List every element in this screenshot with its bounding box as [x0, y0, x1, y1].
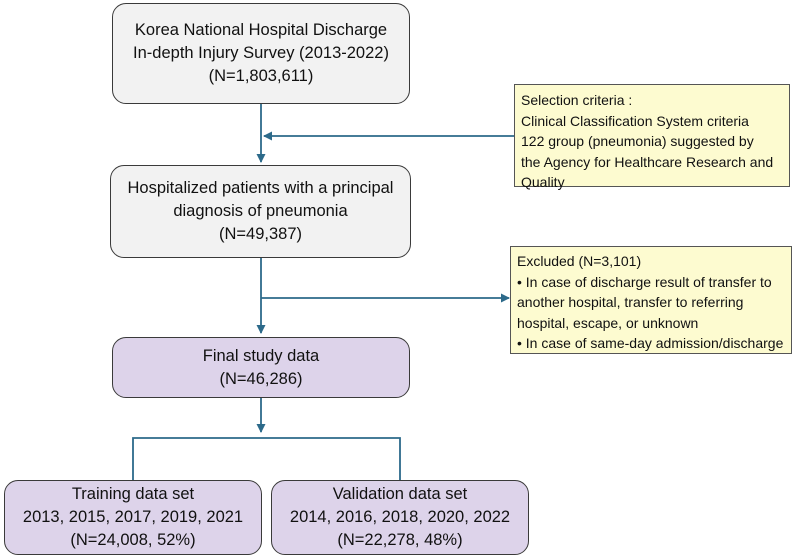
- pneumonia-count: (N=49,387): [218, 225, 302, 243]
- selection-criteria-title: Selection criteria :: [521, 92, 633, 108]
- training-count: (N=24,008, 52%): [70, 531, 196, 549]
- training-box: Training data set 2013, 2015, 2017, 2019…: [4, 480, 262, 555]
- validation-years: 2014, 2016, 2018, 2020, 2022: [289, 508, 511, 526]
- source-line-1: Korea National Hospital Discharge: [134, 21, 388, 39]
- selection-criteria-line: Quality: [521, 174, 565, 190]
- excluded-item: In case of discharge result of transfer …: [517, 272, 785, 334]
- validation-title: Validation data set: [332, 485, 468, 503]
- training-years: 2013, 2015, 2017, 2019, 2021: [22, 508, 244, 526]
- selection-criteria-line: the Agency for Healthcare Research and: [521, 153, 774, 170]
- excluded-item: In case of same-day admission/discharge: [517, 333, 785, 354]
- source-box: Korea National Hospital Discharge In-dep…: [112, 3, 410, 104]
- excluded-title: Excluded (N=3,101): [517, 253, 642, 269]
- pneumonia-line-2: diagnosis of pneumonia: [173, 202, 348, 220]
- excluded-list: In case of discharge result of transfer …: [517, 272, 785, 354]
- selection-criteria-line: 122 group (pneumonia) suggested by: [521, 133, 754, 149]
- validation-count: (N=22,278, 48%): [337, 531, 463, 549]
- source-count: (N=1,803,611): [208, 67, 314, 85]
- excluded-note: Excluded (N=3,101) In case of discharge …: [510, 246, 792, 354]
- pneumonia-line-1: Hospitalized patients with a principal: [127, 179, 394, 197]
- final-study-count: (N=46,286): [219, 369, 303, 388]
- training-title: Training data set: [71, 485, 195, 503]
- split-bracket: [132, 437, 401, 480]
- selection-criteria-note: Selection criteria : Clinical Classifica…: [514, 84, 790, 190]
- final-study-box: Final study data (N=46,286): [112, 337, 410, 398]
- selection-criteria-line: Clinical Classification System criteria: [521, 112, 749, 129]
- final-study-title: Final study data: [202, 346, 320, 365]
- pneumonia-box: Hospitalized patients with a principal d…: [110, 165, 411, 258]
- validation-box: Validation data set 2014, 2016, 2018, 20…: [271, 480, 529, 555]
- source-line-2: In-depth Injury Survey (2013-2022): [133, 44, 389, 62]
